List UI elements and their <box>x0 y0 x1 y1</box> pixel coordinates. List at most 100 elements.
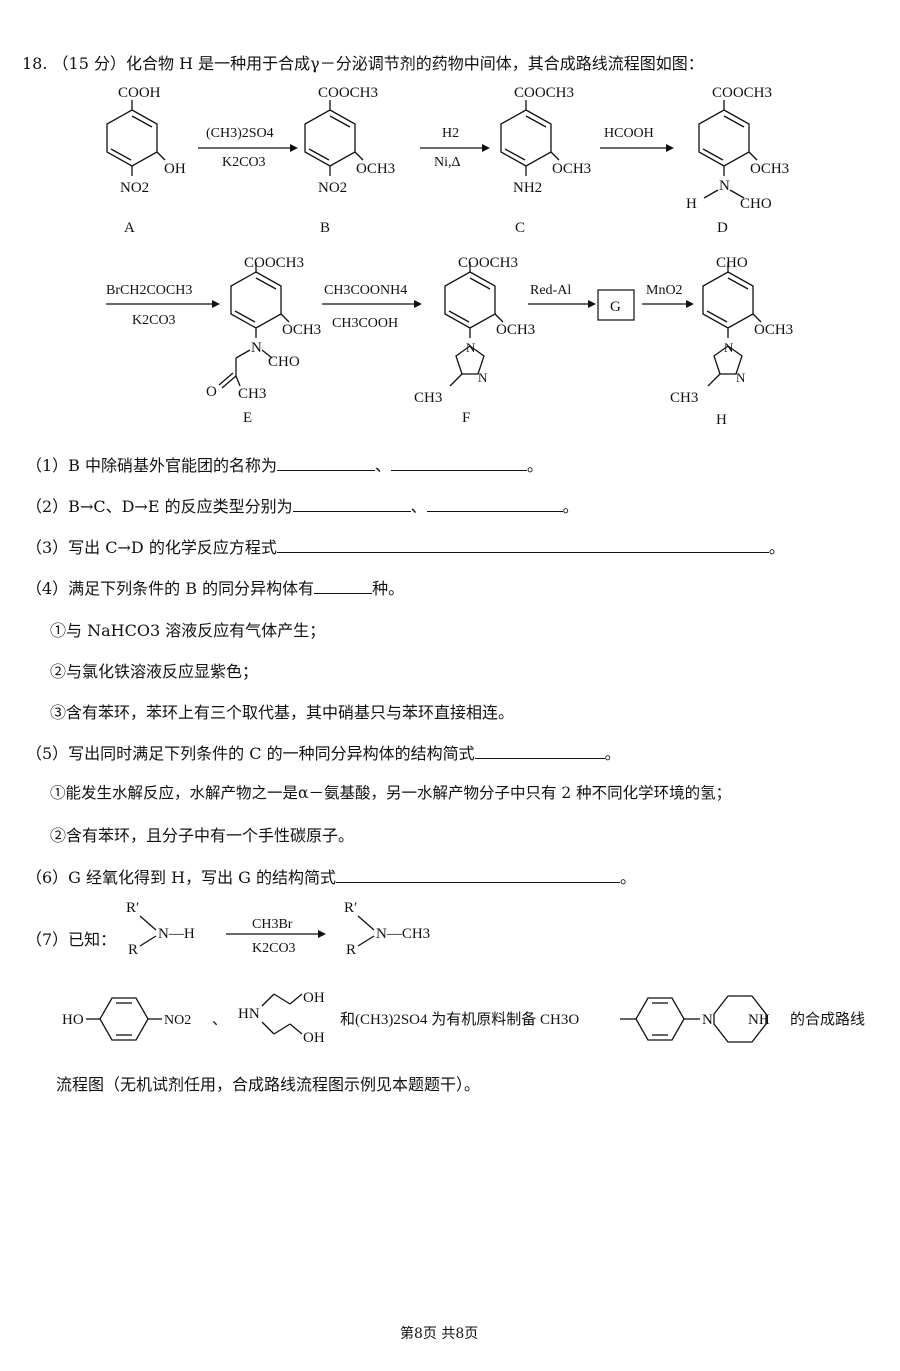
compound-g-box: G <box>597 289 635 321</box>
arrow-1: (CH3)2SO4 K2CO3 <box>198 126 298 170</box>
d-cho: CHO <box>740 196 772 212</box>
p7-n: N <box>702 1012 713 1028</box>
part6-blank[interactable] <box>336 868 621 883</box>
part4-cond-1: ①与 NaHCO3 溶液反应有气体产生； <box>50 621 326 640</box>
label-b: B <box>320 220 330 236</box>
p7-ho: HO <box>62 1012 84 1028</box>
part-4: （4）满足下列条件的 B 的同分异构体有种。 <box>26 575 404 599</box>
part5-cond-2: ②含有苯环，且分子中有一个手性碳原子。 <box>50 826 355 845</box>
part2-end: 。 <box>562 497 579 516</box>
part7-label: （7）已知： <box>26 930 117 949</box>
part1-blank-1[interactable] <box>277 456 376 471</box>
arrow7-top: MnO2 <box>646 283 683 298</box>
h-cho: CHO <box>716 255 748 271</box>
arrow3-top: HCOOH <box>604 126 654 141</box>
arrow-2: H2 Ni,Δ <box>420 126 490 170</box>
p7-r-1: R <box>128 942 138 958</box>
part5-cond-1: ①能发生水解反应，水解产物之一是α－氨基酸，另一水解产物分子中只有 2 种不同化… <box>50 784 732 802</box>
a-cooh: COOH <box>118 85 161 101</box>
p7-nh-ring: NH <box>748 1012 770 1028</box>
label-e: E <box>243 410 252 426</box>
part7-last: 流程图（无机试剂任用，合成路线流程图示例见本题题干）。 <box>56 1075 481 1094</box>
arrow4-bottom: K2CO3 <box>132 313 176 328</box>
b-cooch3: COOCH3 <box>318 85 378 101</box>
label-d: D <box>717 220 728 236</box>
p7-oh-1: OH <box>303 990 325 1006</box>
compound-e: COOCH3 OCH3 N CHO O CH3 E <box>206 255 321 426</box>
part5-blank[interactable] <box>474 744 605 759</box>
f-n2: N <box>478 370 488 385</box>
part6-end: 。 <box>620 868 637 887</box>
arrow5-bottom: CH3COOH <box>332 316 398 331</box>
p7-nh: N—H <box>158 926 195 942</box>
p7-hn: HN <box>238 1006 260 1022</box>
arrow5-top: CH3COONH4 <box>324 283 407 298</box>
e-cooch3: COOCH3 <box>244 255 304 271</box>
p7-rprime-2: R′ <box>344 900 357 916</box>
arrow-3: HCOOH <box>600 126 674 152</box>
part1-sep: 、 <box>375 456 392 475</box>
compound-h: N N CHO OCH3 CH3 H <box>670 255 793 428</box>
part-5: （5）写出同时满足下列条件的 C 的一种同分异构体的结构简式 。 <box>26 740 621 764</box>
a-no2: NO2 <box>120 180 149 196</box>
p7-rprime-1: R′ <box>126 900 139 916</box>
arrow-7: MnO2 <box>642 283 694 308</box>
part-3: （3）写出 C→D 的化学反应方程式 。 <box>26 534 785 558</box>
p7-dunhao: 、 <box>212 1012 227 1028</box>
compound-b: COOCH3 OCH3 NO2 B <box>304 85 395 236</box>
h-n1: N <box>724 340 734 355</box>
p7-tail: 的合成路线 <box>790 1011 865 1028</box>
h-ch3: CH3 <box>670 390 698 406</box>
h-n2: N <box>736 370 746 385</box>
arrow2-bottom: Ni,Δ <box>434 155 461 170</box>
part-6: （6）G 经氧化得到 H，写出 G 的结构简式 。 <box>26 864 636 888</box>
p7-r-2: R <box>346 942 356 958</box>
b-och3: OCH3 <box>356 161 395 177</box>
part5-end: 。 <box>604 744 621 763</box>
part2-label: （2）B→C、D→E 的反应类型分别为 <box>26 497 293 516</box>
part4-end: 种。 <box>372 579 405 598</box>
part2-blank-2[interactable] <box>426 497 563 512</box>
part2-sep: 、 <box>410 497 427 516</box>
e-n: N <box>251 340 262 356</box>
compound-f: N N COOCH3 OCH3 CH3 F <box>414 255 535 426</box>
part2-blank-1[interactable] <box>292 497 411 512</box>
label-g: G <box>610 299 621 315</box>
c-nh2: NH2 <box>513 180 542 196</box>
part4-blank[interactable] <box>314 579 373 594</box>
part3-blank[interactable] <box>276 538 769 553</box>
part6-label: （6）G 经氧化得到 H，写出 G 的结构简式 <box>26 868 337 887</box>
a-oh: OH <box>164 161 186 177</box>
arrow1-bottom: K2CO3 <box>222 155 266 170</box>
arrow6-top: Red-Al <box>530 283 571 298</box>
p7-reagent-bottom: K2CO3 <box>252 941 296 956</box>
part1-blank-2[interactable] <box>391 456 528 471</box>
f-n1: N <box>466 340 476 355</box>
p7-mid: 和(CH3)2SO4 为有机原料制备 CH3O <box>340 1011 579 1028</box>
part4-cond-3: ③含有苯环，苯环上有三个取代基，其中硝基只与苯环直接相连。 <box>50 703 515 722</box>
part3-label: （3）写出 C→D 的化学反应方程式 <box>26 538 277 557</box>
e-och3: OCH3 <box>282 322 321 338</box>
p7-reagent-top: CH3Br <box>252 917 293 932</box>
part7-reaction: R′ R N—H CH3Br K2CO3 R′ R N—CH3 HO NO2 、… <box>62 900 865 1046</box>
compound-c: COOCH3 OCH3 NH2 C <box>500 85 591 236</box>
p7-no2: NO2 <box>164 1013 191 1028</box>
part3-end: 。 <box>768 538 785 557</box>
h-och3: OCH3 <box>754 322 793 338</box>
arrow-6: Red-Al <box>528 283 596 308</box>
d-n: N <box>719 178 730 194</box>
d-h: H <box>686 196 697 212</box>
e-o: O <box>206 384 217 400</box>
f-cooch3: COOCH3 <box>458 255 518 271</box>
label-a: A <box>124 220 135 236</box>
part-1: （1）B 中除硝基外官能团的名称为、。 <box>26 452 543 476</box>
label-f: F <box>462 410 470 426</box>
b-no2: NO2 <box>318 180 347 196</box>
part5-label: （5）写出同时满足下列条件的 C 的一种同分异构体的结构简式 <box>26 744 475 763</box>
question-header: 18. （15 分）化合物 H 是一种用于合成γ－分泌调节剂的药物中间体，其合成… <box>22 50 704 74</box>
d-och3: OCH3 <box>750 161 789 177</box>
part1-end: 。 <box>527 456 544 475</box>
c-och3: OCH3 <box>552 161 591 177</box>
arrow-4: BrCH2COCH3 K2CO3 <box>106 283 220 328</box>
label-h: H <box>716 412 727 428</box>
